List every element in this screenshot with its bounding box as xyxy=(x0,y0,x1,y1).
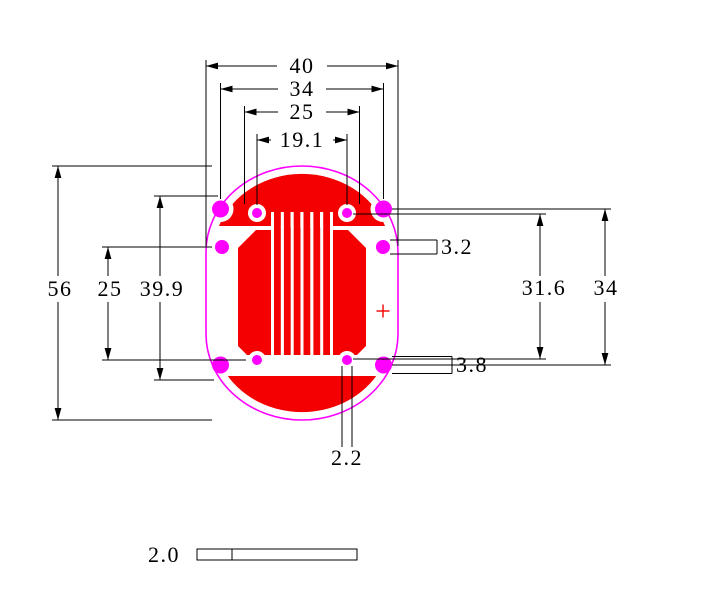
small-hole xyxy=(252,355,262,365)
dim-small-hole-span-y-label: 31.6 xyxy=(522,275,567,300)
dim-board-thickness-label: 2.0 xyxy=(148,542,180,567)
dim-inner-span-x xyxy=(244,106,360,204)
dim-left-inner-span xyxy=(102,246,246,361)
small-hole xyxy=(342,208,352,218)
dim-left-mid-span-label: 39.9 xyxy=(140,276,185,301)
dimension-labels: 40 34 25 19.1 56 25 39.9 3.2 31.6 34 3.8… xyxy=(48,53,619,567)
dim-overall-height xyxy=(52,165,212,421)
side-hole xyxy=(376,240,390,254)
dim-corner-hole-span-y xyxy=(392,208,611,366)
dim-small-hole-span-x-label: 19.1 xyxy=(280,127,325,152)
dimension-lines xyxy=(52,60,611,561)
dim-side-hole-diameter-label: 3.2 xyxy=(441,234,473,259)
dim-corner-hole-diameter-label: 3.8 xyxy=(456,352,488,377)
dim-left-inner-span-label: 25 xyxy=(98,276,123,301)
dim-corner-hole-span-x xyxy=(220,83,384,199)
center-cross-mark-icon xyxy=(376,304,390,318)
copper-finger-bars xyxy=(274,212,330,355)
dim-small-hole-span-y xyxy=(353,213,546,360)
dim-corner-hole-diameter-callout xyxy=(392,356,453,374)
dim-small-hole-diameter-callout xyxy=(341,366,353,447)
corner-hole xyxy=(212,356,229,374)
dim-left-mid-span xyxy=(154,195,218,381)
slot-cutout xyxy=(280,212,284,228)
dim-corner-hole-span-x-label: 34 xyxy=(290,76,315,101)
slot-cutout xyxy=(330,212,333,228)
copper-pad-right xyxy=(333,230,366,355)
slot-cutout xyxy=(310,212,314,228)
copper-layer xyxy=(219,173,385,413)
corner-hole xyxy=(212,200,229,218)
board-outline xyxy=(205,165,399,421)
dim-side-hole-diameter-callout xyxy=(390,239,438,255)
dim-overall-height-label: 56 xyxy=(48,276,73,301)
copper-bottom-band xyxy=(227,376,377,413)
copper-pad-left xyxy=(238,230,271,355)
slot-cutout xyxy=(300,212,304,228)
dim-inner-span-x-label: 25 xyxy=(290,99,315,124)
board-side-view xyxy=(196,548,358,561)
dim-small-hole-diameter-label: 2.2 xyxy=(331,445,363,470)
corner-hole xyxy=(375,356,392,374)
dim-overall-width-label: 40 xyxy=(290,53,315,78)
side-view-outline xyxy=(196,548,358,561)
dim-overall-width xyxy=(205,60,399,246)
slot-cutout xyxy=(320,212,324,228)
side-hole xyxy=(215,240,229,254)
corner-hole xyxy=(375,200,392,218)
small-hole xyxy=(252,208,262,218)
dim-small-hole-span-x xyxy=(256,134,348,205)
holes xyxy=(212,200,392,374)
small-hole xyxy=(342,355,352,365)
slot-cutout xyxy=(271,212,274,228)
slot-cutout xyxy=(290,212,294,228)
dim-corner-hole-span-y-label: 34 xyxy=(594,275,619,300)
